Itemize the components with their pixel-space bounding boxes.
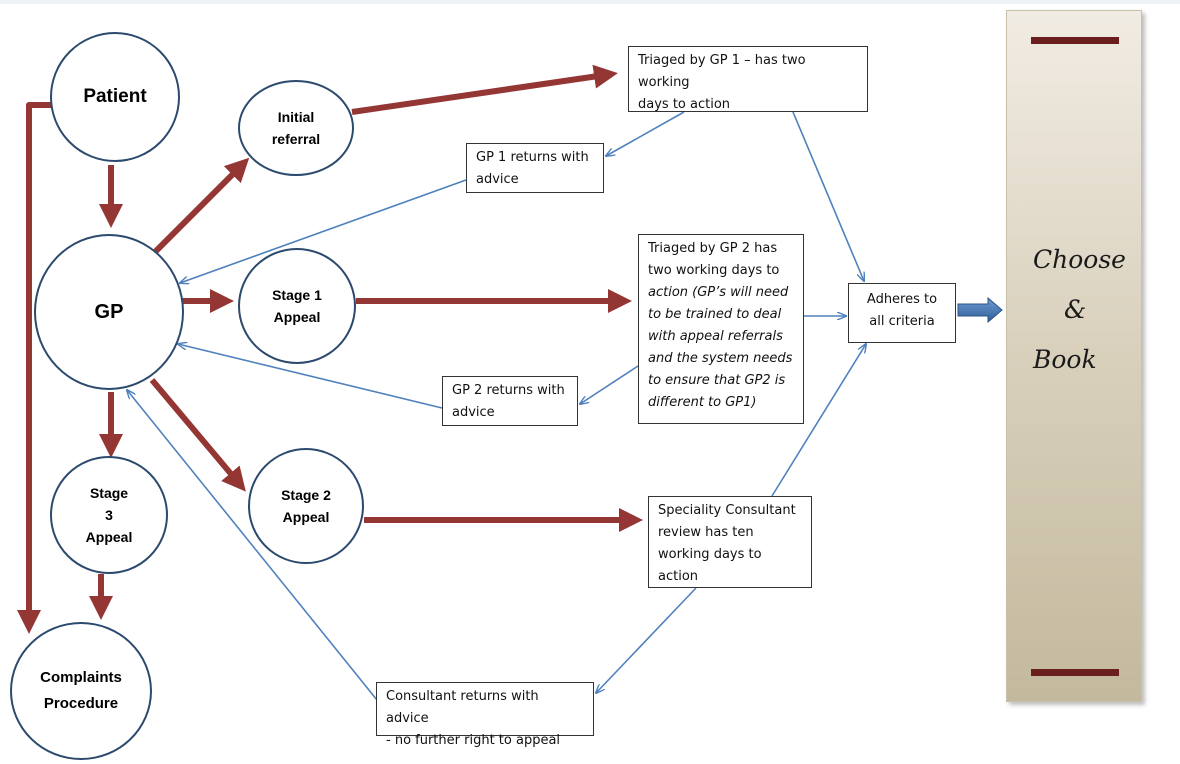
box-triaged-gp2-line3: action (GP’s will need: [648, 285, 789, 300]
line-gp1returns-gp: [180, 179, 467, 283]
box-triaged-gp2-line4: to be trained to deal: [648, 307, 782, 322]
node-stage1-line2: Appeal: [273, 309, 321, 325]
node-stage3-line1: Stage: [89, 485, 129, 501]
node-initial-referral-line2: referral: [271, 131, 321, 147]
box-gp2-returns-line2: advice: [452, 405, 495, 420]
box-triaged-gp1-line2: days to action: [638, 97, 731, 112]
book-label: Book: [1033, 345, 1097, 374]
node-stage3-line2: 3: [105, 507, 113, 523]
line-triage1-gp1returns: [606, 111, 685, 156]
line-consultant-consultantreturns: [596, 587, 697, 693]
top-border: [0, 0, 1180, 4]
node-stage3-line3: Appeal: [85, 529, 133, 545]
arrow-patient-complaints: [17, 102, 52, 634]
box-triaged-gp2-line6: and the system needs: [648, 351, 793, 366]
ampersand-label: &: [1064, 295, 1087, 324]
box-adheres-criteria: Adheres to all criteria: [848, 283, 956, 343]
box-consultant-returns-line2: - no further right to appeal: [386, 733, 561, 748]
line-consultant-adheres: [771, 344, 866, 497]
line-triage2-gp2returns: [580, 365, 639, 404]
arrow-gp-initial-referral: [150, 157, 250, 257]
line-gp2returns-gp: [178, 344, 443, 409]
box-consultant-review: Speciality Consultant review has ten wor…: [648, 496, 812, 588]
box-consultant-review-line1: Speciality Consultant: [658, 503, 796, 518]
node-initial-referral-line1: Initial: [277, 109, 315, 125]
node-stage2-appeal: Stage 2 Appeal: [248, 448, 364, 564]
panel-bottom-bar: [1031, 669, 1119, 676]
node-gp: GP: [34, 234, 184, 390]
line-consultantreturns-gp: [127, 390, 378, 701]
box-triaged-gp1: Triaged by GP 1 – has two working days t…: [628, 46, 868, 112]
box-adheres-line1: Adheres to: [866, 292, 938, 307]
box-gp1-returns-line1: GP 1 returns with: [476, 150, 589, 165]
box-gp2-returns-line1: GP 2 returns with: [452, 383, 565, 398]
choose-label: Choose: [1033, 245, 1126, 274]
choose-and-book-panel: Choose & Book: [1006, 10, 1142, 702]
line-triage1-adheres: [792, 111, 864, 281]
node-stage1-appeal: Stage 1 Appeal: [238, 248, 356, 364]
node-patient: Patient: [50, 32, 180, 162]
node-stage3-appeal: Stage 3 Appeal: [50, 456, 168, 574]
box-consultant-returns: Consultant returns with advice - no furt…: [376, 682, 594, 748]
arrow-gp-stage2: [149, 378, 246, 492]
node-complaints-line2: Procedure: [43, 695, 119, 712]
node-initial-referral: Initial referral: [238, 80, 354, 176]
panel-top-bar: [1031, 37, 1119, 44]
box-triaged-gp2-line2: two working days to: [648, 263, 780, 278]
node-complaints-line1: Complaints: [40, 669, 122, 686]
box-consultant-review-line2: review has ten: [658, 525, 754, 540]
box-consultant-returns-line1: Consultant returns with advice: [386, 689, 539, 726]
box-triaged-gp2-line7: to ensure that GP2 is: [648, 373, 786, 388]
node-patient-label: Patient: [83, 86, 147, 107]
arrow-referral-triage-gp1: [351, 64, 618, 115]
node-gp-label: GP: [94, 300, 124, 323]
box-gp1-returns-line2: advice: [476, 172, 519, 187]
arrow-adheres-choose-book: [957, 296, 1003, 324]
box-triaged-gp2-line8: different to GP1): [648, 395, 757, 410]
node-stage2-line1: Stage 2: [281, 487, 331, 503]
box-gp1-returns: GP 1 returns with advice: [466, 143, 604, 193]
node-stage1-line1: Stage 1: [272, 287, 322, 303]
node-complaints-procedure: Complaints Procedure: [10, 622, 152, 760]
box-triaged-gp1-line1: Triaged by GP 1 – has two working: [638, 53, 806, 90]
box-triaged-gp2-line1: Triaged by GP 2 has: [648, 241, 778, 256]
node-stage2-line2: Appeal: [282, 509, 330, 525]
box-consultant-review-line3: working days to action: [658, 547, 762, 584]
box-gp2-returns: GP 2 returns with advice: [442, 376, 578, 426]
box-triaged-gp2: Triaged by GP 2 has two working days to …: [638, 234, 804, 424]
box-adheres-line2: all criteria: [869, 314, 935, 329]
box-triaged-gp2-line5: with appeal referrals: [648, 329, 783, 344]
